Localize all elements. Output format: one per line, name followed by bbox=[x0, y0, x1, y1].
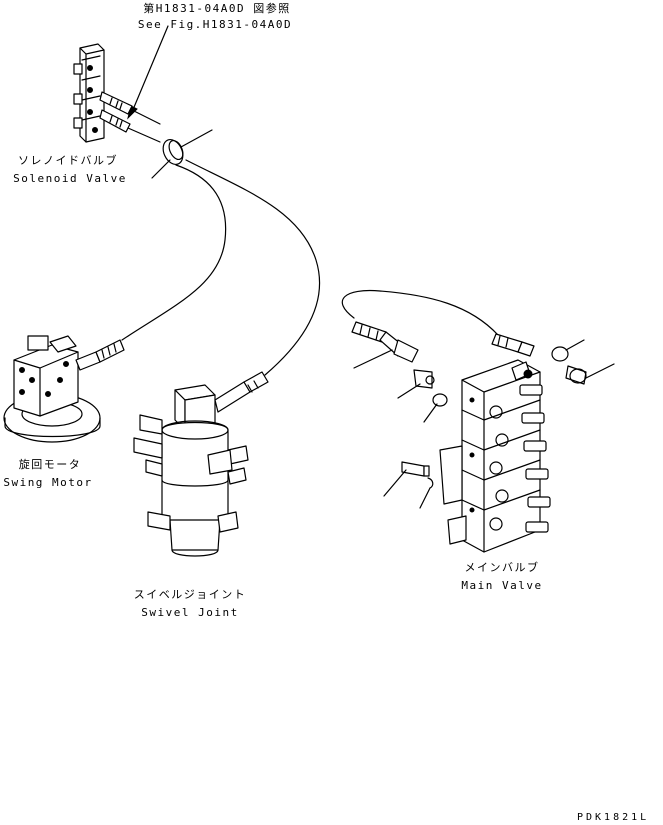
solenoid-valve-drawing bbox=[73, 43, 161, 143]
swivel-joint-label-jp: スイベルジョイント bbox=[133, 588, 247, 601]
reference-label-en: See Fig.H1831-04A0D bbox=[137, 18, 293, 31]
solenoid-valve-label-en: Solenoid Valve bbox=[13, 172, 127, 185]
swing-motor-label-jp: 旋回モータ bbox=[18, 458, 82, 471]
swivel-joint-drawing bbox=[133, 371, 269, 557]
main-valve-drawing bbox=[439, 359, 551, 553]
drawing-code: PDK1821L bbox=[577, 812, 650, 823]
swing-motor-drawing bbox=[3, 335, 125, 443]
hose-clamp bbox=[151, 129, 213, 179]
main-valve-fittings bbox=[351, 321, 615, 509]
reference-label-jp: 第H1831-04A0D 図参照 bbox=[143, 2, 291, 15]
swivel-joint-label-en: Swivel Joint bbox=[141, 606, 239, 619]
swing-motor-label-en: Swing Motor bbox=[3, 476, 93, 489]
main-valve-label-jp: メインバルブ bbox=[464, 561, 540, 574]
reference-leader bbox=[127, 25, 169, 120]
solenoid-valve-label-jp: ソレノイドバルブ bbox=[18, 154, 118, 167]
hose-lines bbox=[121, 159, 499, 376]
main-valve-label-en: Main Valve bbox=[461, 579, 543, 592]
